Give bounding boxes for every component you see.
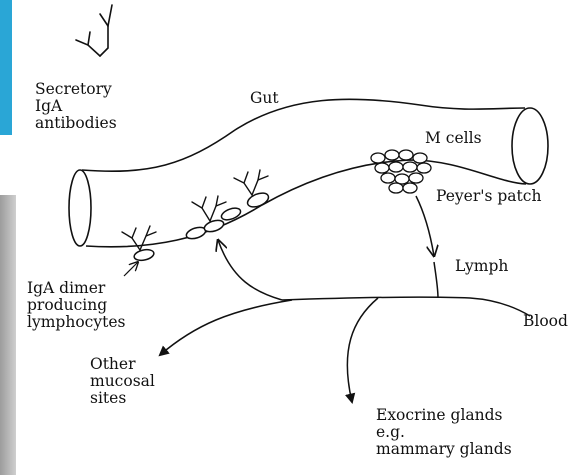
return-arrow [218,240,282,300]
gut-tube [69,99,548,247]
blood-label: Blood [523,313,568,330]
other-mucosal-line-3: sites [90,390,155,407]
other-mucosal-label: Other mucosal sites [90,356,155,407]
iga-dimer-line-3: lymphocytes [27,314,125,331]
exocrine-arrow [347,298,378,402]
exocrine-line-3: mammary glands [376,441,512,458]
secretory-iga-label: Secretory IgA antibodies [35,81,117,132]
m-cells-label: M cells [425,130,482,147]
lymph-to-blood-line [434,262,438,298]
peyers-patch-cells [371,150,431,193]
lymphocyte-cells [133,190,270,262]
iga-dimer-line-2: producing [27,297,125,314]
blood-line [282,297,530,316]
other-mucosal-line-1: Other [90,356,155,373]
exocrine-label: Exocrine glands e.g. mammary glands [376,407,512,458]
other-mucosal-line-2: mucosal [90,373,155,390]
other-mucosal-arrow [160,300,292,355]
gut-label: Gut [250,90,279,107]
lymph-label: Lymph [455,258,508,275]
lymph-arrow [416,196,434,256]
iga-dimer-pointer [124,262,138,276]
secretory-iga-line-3: antibodies [35,115,117,132]
secretory-iga-line-2: IgA [35,98,117,115]
iga-dimer-label: IgA dimer producing lymphocytes [27,280,125,331]
exocrine-line-2: e.g. [376,424,512,441]
secretory-iga-icon [76,5,112,56]
peyers-patch-label: Peyer's patch [436,188,541,205]
iga-dimer-line-1: IgA dimer [27,280,125,297]
secretory-iga-line-1: Secretory [35,81,117,98]
exocrine-line-1: Exocrine glands [376,407,512,424]
